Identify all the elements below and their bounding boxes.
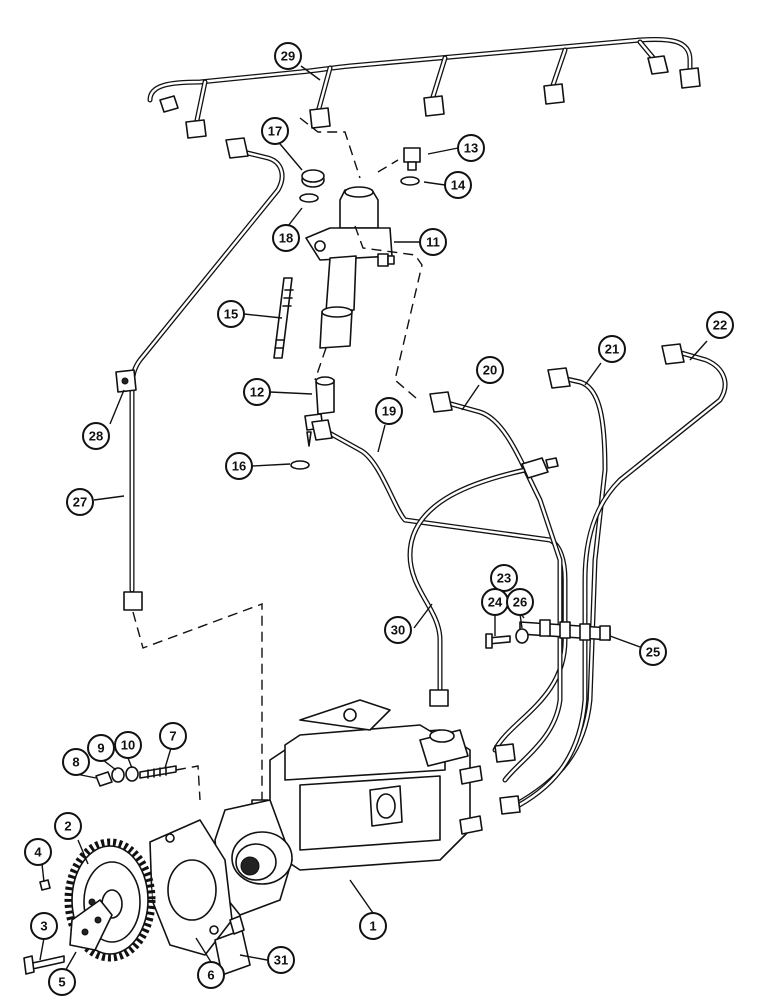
banjo-bolt-13 [403, 147, 421, 163]
key-4 [39, 879, 51, 891]
callout-30: 30 [384, 616, 412, 644]
callout-14: 14 [444, 171, 472, 199]
callout-11: 11 [419, 228, 447, 256]
callout-label: 17 [268, 124, 282, 139]
leak-off-nut-4 [543, 83, 565, 105]
callout-label: 8 [72, 755, 79, 770]
callout-29: 29 [274, 42, 302, 70]
callout-label: 2 [64, 819, 71, 834]
callout-21: 21 [598, 335, 626, 363]
callout-3: 3 [30, 912, 58, 940]
callout-label: 28 [89, 429, 103, 444]
leak-off-bolt-1 [159, 95, 179, 113]
callout-12: 12 [243, 378, 271, 406]
callout-13: 13 [457, 134, 485, 162]
leak-off-pipe [147, 36, 701, 139]
callout-label: 11 [426, 235, 440, 250]
high-pressure-pipes [311, 343, 728, 813]
callout-26: 26 [506, 588, 534, 616]
callout-7: 7 [159, 722, 187, 750]
callout-label: 9 [97, 741, 104, 756]
stud-7 [139, 765, 177, 779]
callout-label: 4 [34, 845, 42, 860]
leak-off-nut-6 [679, 67, 701, 89]
washer-26 [515, 628, 529, 644]
callout-label: 19 [382, 404, 396, 419]
washer-14 [400, 176, 420, 186]
callout-label: 13 [464, 141, 478, 156]
callout-label: 15 [224, 307, 238, 322]
callout-9: 9 [87, 734, 115, 762]
drive-gear-2 [64, 838, 156, 962]
callout-24: 24 [481, 588, 509, 616]
callout-label: 6 [207, 968, 214, 983]
callout-label: 7 [169, 729, 176, 744]
callout-label: 23 [497, 571, 511, 586]
callout-label: 27 [73, 495, 87, 510]
injection-pump-1 [214, 699, 521, 916]
leak-off-nut-5 [647, 55, 669, 75]
washer-9 [111, 767, 125, 783]
callout-label: 30 [391, 623, 405, 638]
callout-label: 5 [58, 975, 65, 990]
callout-label: 20 [483, 363, 497, 378]
callout-label: 1 [369, 919, 376, 934]
gasket-6-bore [167, 859, 217, 921]
callout-8: 8 [62, 748, 90, 776]
callout-15: 15 [217, 300, 245, 328]
callout-label: 24 [488, 595, 503, 610]
callout-6: 6 [197, 961, 225, 989]
washer-16 [290, 460, 310, 470]
pipe-clamps [485, 619, 611, 649]
callout-18: 18 [272, 224, 300, 252]
callout-label: 18 [279, 231, 293, 246]
callout-28: 28 [82, 422, 110, 450]
drive-plate [69, 899, 113, 951]
washer-10 [125, 766, 139, 782]
callout-1: 1 [359, 912, 387, 940]
nut-8 [95, 771, 113, 787]
callout-label: 26 [513, 595, 527, 610]
leak-off-nut-3 [423, 95, 445, 117]
callout-label: 31 [274, 953, 288, 968]
callout-label: 3 [40, 919, 47, 934]
callout-label: 12 [250, 385, 264, 400]
injector-assembly [273, 147, 421, 470]
callout-23: 23 [490, 564, 518, 592]
callout-5: 5 [48, 968, 76, 996]
leak-off-nut-1 [185, 119, 207, 139]
callout-22: 22 [706, 311, 734, 339]
callout-25: 25 [639, 638, 667, 666]
callout-label: 25 [646, 645, 660, 660]
callout-label: 10 [121, 738, 135, 753]
callout-20: 20 [476, 356, 504, 384]
washer-18 [299, 193, 319, 203]
callout-10: 10 [114, 731, 142, 759]
callout-label: 16 [232, 459, 246, 474]
callout-2: 2 [54, 812, 82, 840]
fuel-pipe-27 [115, 137, 285, 611]
callout-label: 22 [713, 318, 727, 333]
callout-31: 31 [267, 946, 295, 974]
callout-label: 21 [605, 342, 619, 357]
callout-17: 17 [261, 117, 289, 145]
callout-16: 16 [225, 452, 253, 480]
callout-27: 27 [66, 488, 94, 516]
callout-label: 29 [281, 49, 295, 64]
callout-4: 4 [24, 838, 52, 866]
leak-off-nut-2 [309, 107, 331, 129]
callout-label: 14 [451, 178, 466, 193]
callout-19: 19 [375, 397, 403, 425]
